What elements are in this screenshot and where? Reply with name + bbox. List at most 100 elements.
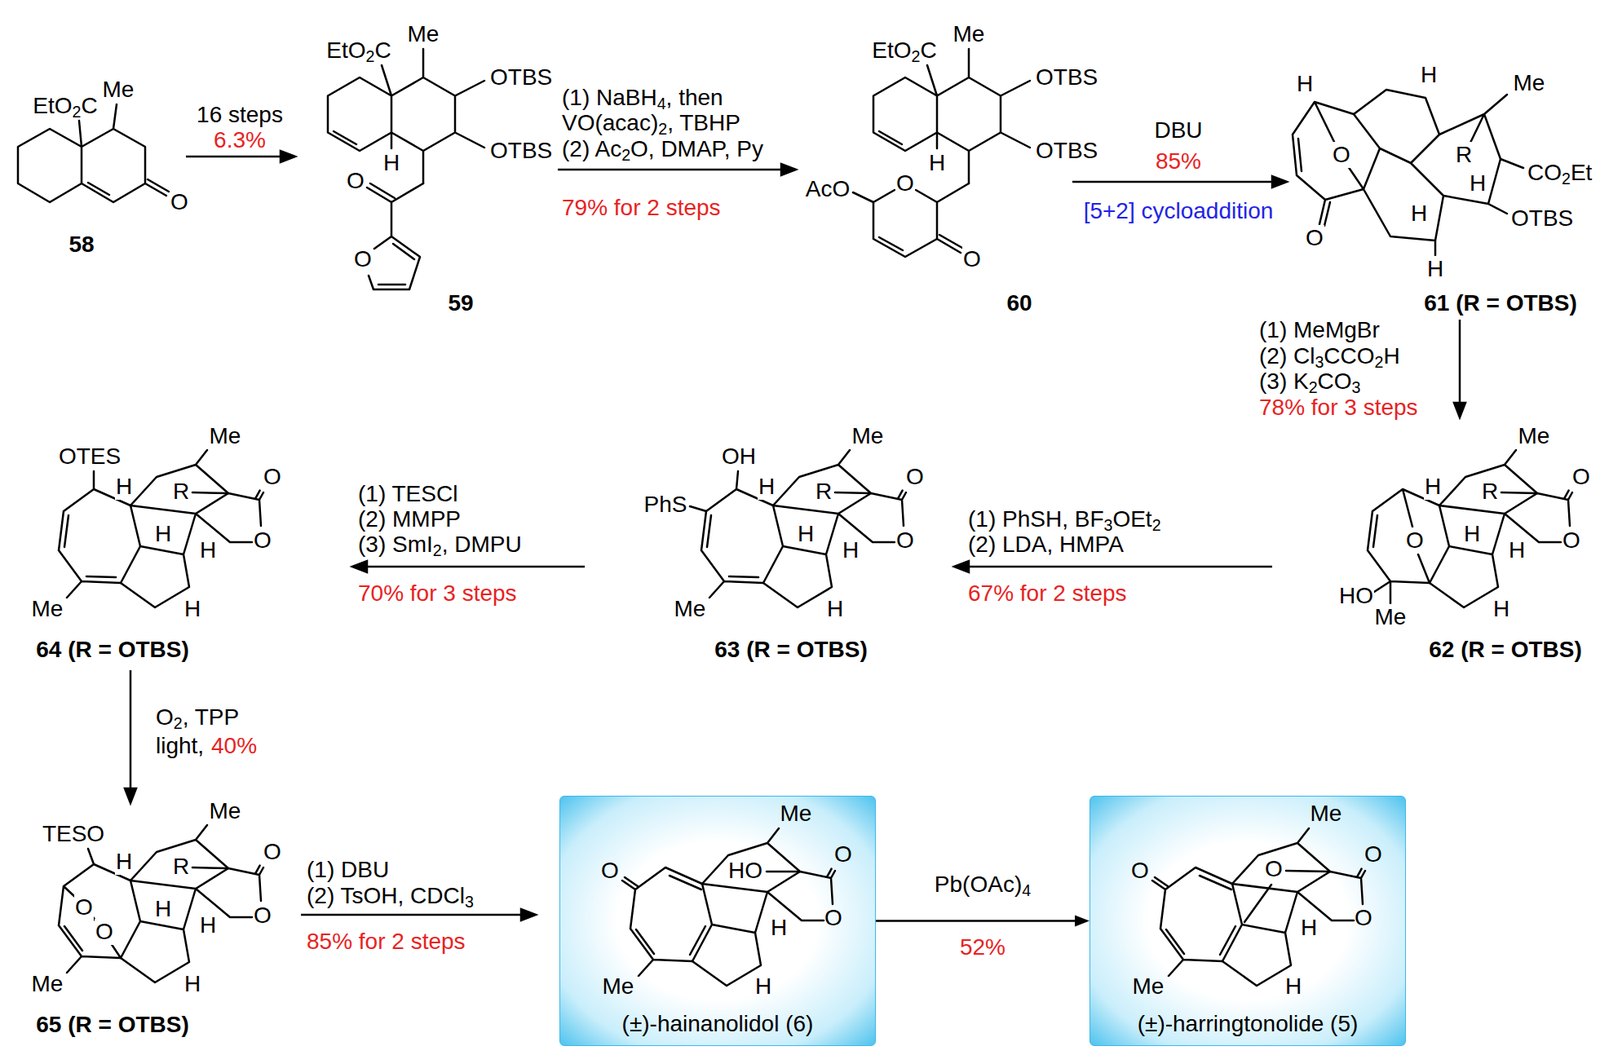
atom-label: H — [928, 150, 946, 177]
atom-label: OTBS — [489, 64, 553, 91]
atom-label: R — [172, 853, 191, 880]
reaction-arrow — [300, 914, 523, 917]
reaction-type: [5+2] cycloaddition — [1082, 198, 1275, 225]
reagent-text: Pb(OAc)4 — [933, 871, 1032, 898]
atom-label: R — [1480, 478, 1499, 505]
atom-label: Me — [101, 76, 136, 103]
atom-label: H — [1299, 914, 1318, 942]
reagent-text: DBU — [1153, 117, 1203, 144]
compound-number: 58 — [67, 231, 95, 258]
atom-label: H — [114, 848, 133, 876]
reagent-text: (1) NaBH4, then — [561, 84, 725, 111]
atom-label: O — [1130, 857, 1150, 884]
atom-label: CO2Et — [1526, 159, 1593, 186]
atom-label: O — [895, 170, 915, 197]
compound-number: 60 — [1005, 290, 1033, 317]
reagent-text: (3) K2CO3 — [1258, 368, 1362, 395]
atom-label: OTBS — [1510, 205, 1574, 232]
atom-label: H — [183, 971, 202, 998]
atom-label: Me — [1131, 973, 1166, 1000]
atom-label: EtO2C — [870, 37, 938, 64]
arrow-head — [1454, 402, 1466, 418]
atom-label: R — [1454, 141, 1473, 168]
compound-name: (±)-hainanolidol (6) — [560, 1011, 876, 1038]
atom-label: O — [905, 464, 925, 491]
reaction-arrow — [129, 670, 133, 791]
atom-label: EtO2C — [31, 92, 98, 120]
atom-label: H — [1284, 973, 1303, 1000]
atom-label: H — [382, 150, 401, 177]
atom-label: Me — [779, 800, 814, 827]
reagent-text: (2) LDA, HMPA — [967, 531, 1125, 558]
arrow-head — [1074, 915, 1090, 928]
atom-label: EtO2C — [325, 37, 392, 64]
atom-label: O — [600, 857, 620, 884]
atom-label: H — [757, 473, 776, 500]
atom-label: R — [814, 478, 833, 505]
reaction-arrow — [1458, 319, 1462, 405]
arrow-head — [781, 163, 796, 176]
atom-label: H — [826, 596, 845, 623]
atom-label: O — [262, 464, 283, 491]
reagent-text: (2) Ac2O, DMAP, Py — [561, 136, 765, 163]
reaction-arrow — [557, 168, 783, 172]
atom-label: H — [1492, 596, 1511, 623]
atom-label: O — [1331, 141, 1352, 168]
atom-label: H — [1507, 537, 1526, 564]
atom-label: O — [1304, 225, 1325, 252]
atom-label: H — [1462, 521, 1481, 548]
arrow-head — [521, 909, 536, 921]
atom-label: H — [1426, 256, 1445, 283]
structure-61 — [1292, 89, 1524, 256]
atom-label: H — [198, 912, 217, 939]
yield-text: 52% — [959, 934, 1007, 961]
atom-label: O — [252, 902, 273, 929]
yield-text: 70% for 3 steps — [357, 580, 518, 607]
yield-text: 79% for 2 steps — [561, 194, 722, 221]
atom-label: Me — [1309, 800, 1344, 827]
compound-number: 64 (R = OTBS) — [35, 636, 190, 663]
arrow-head — [1272, 176, 1287, 188]
atom-label: H — [796, 521, 815, 548]
yield-text: 78% for 3 steps — [1258, 394, 1419, 421]
compound-number: 65 (R = OTBS) — [35, 1012, 190, 1039]
atom-label: Me — [30, 596, 65, 623]
atom-label: H — [183, 596, 202, 623]
atom-label: TESO — [41, 821, 106, 848]
atom-label: HO — [727, 857, 764, 884]
reagent-text: (3) SmI2, DMPU — [357, 531, 523, 558]
reagent-text: (1) DBU — [305, 857, 390, 884]
reagent-text: (2) MMPP — [357, 506, 462, 533]
atom-label: O — [1571, 464, 1592, 491]
atom-label: Me — [601, 973, 636, 1000]
arrow-line — [875, 919, 1077, 923]
atom-label: H — [114, 473, 133, 500]
atom-label: O — [1405, 527, 1425, 554]
atom-label: H — [198, 537, 217, 564]
reagent-text: O2, TPP — [154, 704, 240, 731]
atom-label: H — [1419, 61, 1438, 89]
atom-label: H — [769, 914, 788, 942]
reaction-arrow — [967, 565, 1273, 569]
arrow-head — [954, 561, 969, 573]
compound-number: 61 (R = OTBS) — [1423, 290, 1578, 317]
structure-65 — [58, 825, 264, 983]
reagent-text: VO(acac)2, TBHP — [561, 110, 742, 137]
atom-label: OTES — [57, 443, 122, 470]
atom-label: O — [1363, 841, 1384, 868]
atom-label: Me — [406, 21, 441, 48]
reagent-text: 16 steps — [195, 101, 284, 129]
reaction-arrow — [875, 915, 1090, 928]
atom-label: OTBS — [1034, 137, 1099, 164]
atom-label: H — [1409, 200, 1428, 227]
structure-63 — [689, 450, 907, 608]
atom-label: Me — [851, 423, 885, 450]
yield-text: 6.3% — [212, 127, 267, 154]
arrow-head — [280, 150, 296, 163]
atom-label: O — [345, 167, 366, 195]
atom-label: HO — [1338, 583, 1375, 610]
atom-label: O — [169, 189, 190, 216]
compound-number: 62 (R = OTBS) — [1427, 636, 1583, 663]
atom-label: O — [1353, 905, 1374, 932]
compound-name: (±)-harringtonolide (5) — [1090, 1011, 1406, 1038]
